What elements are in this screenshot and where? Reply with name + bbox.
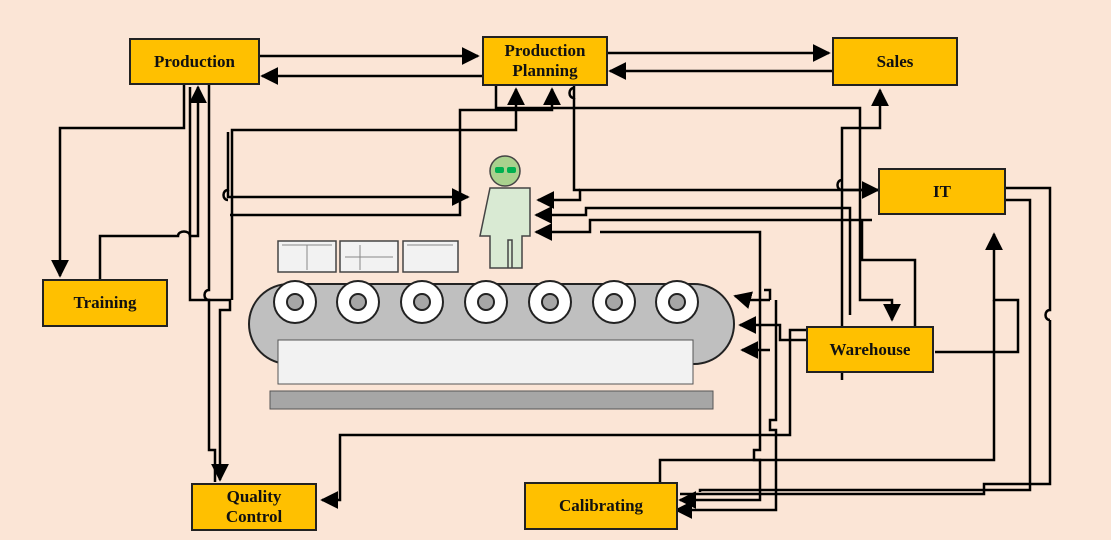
product-boxes-icon [277,240,459,273]
sales-box: Sales [832,37,958,86]
training-label: Training [73,293,137,313]
worker-icon [479,155,531,269]
conveyor-roller [592,280,636,324]
it-label: IT [933,181,951,201]
connector-lines [51,44,1052,519]
conveyor-roller [273,280,317,324]
conveyor-roller [336,280,380,324]
conveyor-roller [464,280,508,324]
it-box: IT [878,168,1006,215]
production-planning-label: Production Planning [504,41,586,80]
warehouse-label: Warehouse [829,339,911,359]
training-box: Training [42,279,168,327]
quality-control-box: Quality Control [191,483,317,531]
conveyor-roller [528,280,572,324]
conveyor-belt-icon [248,280,735,410]
production-planning-box: Production Planning [482,36,608,86]
conveyor-roller [400,280,444,324]
warehouse-box: Warehouse [806,326,934,373]
calibrating-label: Calibrating [558,496,644,516]
production-label: Production [154,51,235,71]
sales-label: Sales [876,51,914,71]
calibrating-box: Calibrating [524,482,678,530]
conveyor-roller [655,280,699,324]
production-box: Production [129,38,260,85]
quality-control-label: Quality Control [225,487,283,526]
